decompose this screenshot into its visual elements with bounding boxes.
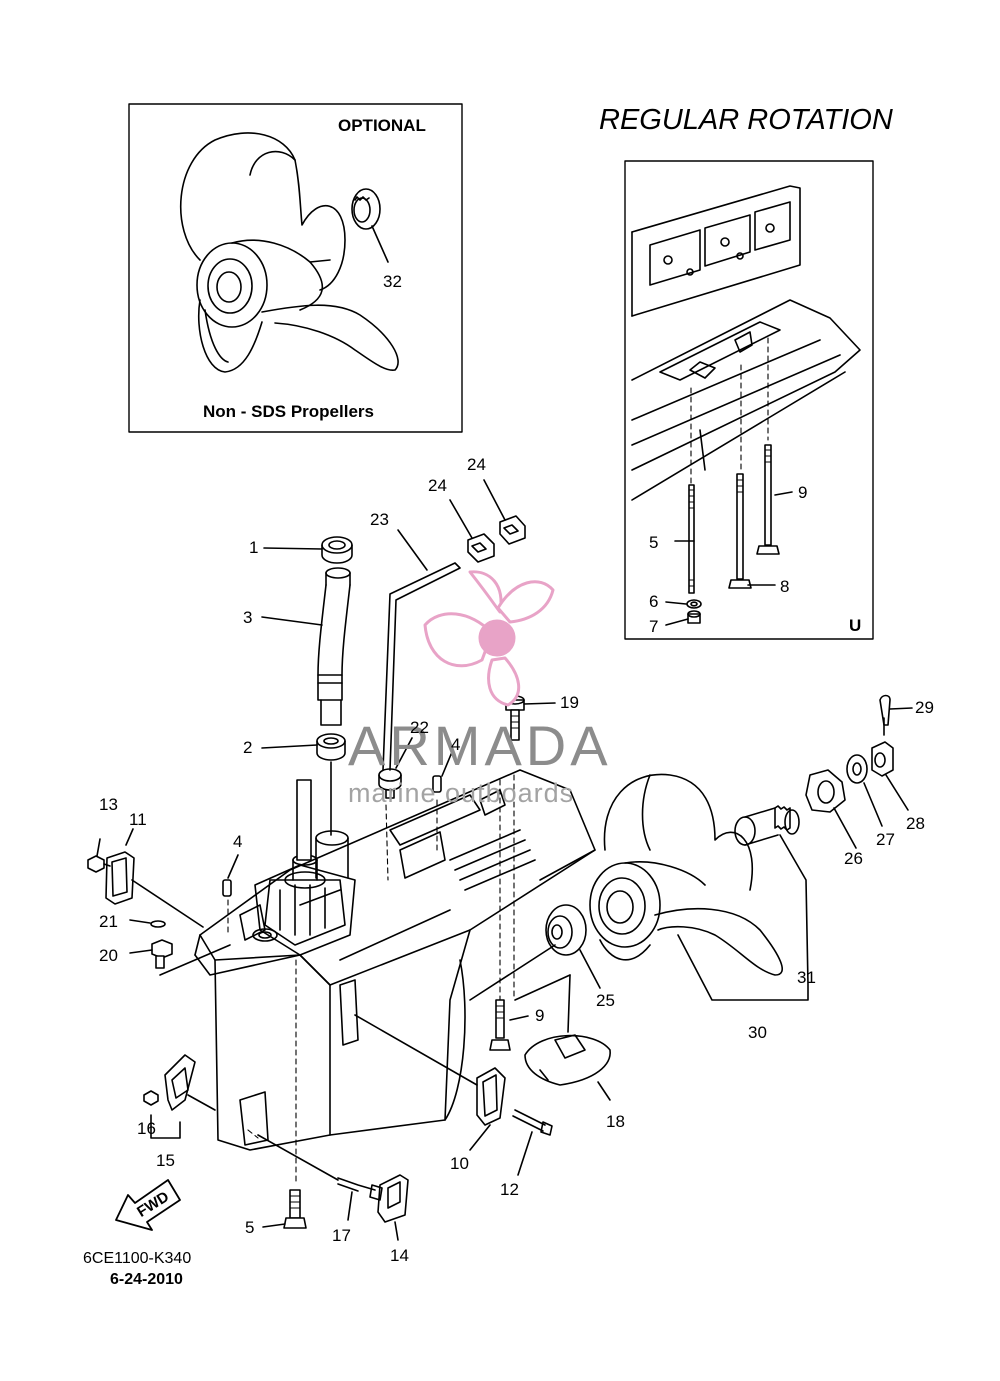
callout-24-left: 24	[428, 476, 447, 495]
diagram-code: 6CE1100-K340	[83, 1250, 192, 1267]
fitting-20	[129, 939, 231, 976]
bolt-5-lower	[262, 1189, 307, 1229]
callout-29: 29	[915, 698, 934, 717]
callout-12: 12	[500, 1180, 519, 1199]
lower-unit-housing	[194, 769, 596, 1151]
fwd-arrow-icon	[115, 1179, 181, 1231]
nut-28	[871, 741, 909, 811]
bolt-19	[505, 695, 556, 741]
clips-24	[449, 479, 526, 563]
washer-26	[805, 769, 857, 849]
callout-10: 10	[450, 1154, 469, 1173]
anode-10	[354, 1014, 506, 1151]
regular-rotation-box-frame	[624, 160, 874, 640]
callout-4-upper: 4	[451, 735, 461, 754]
dowel-pin-4-upper	[432, 751, 453, 793]
callout-24-right: 24	[467, 455, 486, 474]
diagram-date: 6-24-2010	[110, 1271, 183, 1288]
spline-washer-32	[351, 188, 389, 263]
callout-31: 31	[797, 968, 816, 987]
anode-18	[514, 974, 611, 1101]
bolt-17	[257, 1134, 383, 1221]
callout-11: 11	[129, 810, 147, 829]
callout-27: 27	[876, 830, 895, 849]
callout-8-detail: 8	[780, 577, 790, 596]
optional-box-caption: Non - SDS Propellers	[203, 402, 374, 421]
regular-box-corner-mark: U	[849, 616, 862, 635]
callout-7-detail: 7	[649, 617, 659, 636]
fitting-22	[378, 737, 413, 799]
anode-11	[105, 828, 204, 928]
washer-27	[846, 754, 883, 827]
callout-4-lower: 4	[233, 832, 243, 851]
callout-2: 2	[243, 738, 253, 757]
main-propeller-30	[589, 773, 809, 1001]
watermark-brand: ARMADA	[348, 714, 612, 777]
callout-15: 15	[156, 1151, 175, 1170]
shift-rod-23	[382, 529, 461, 771]
watermark-tagline: marine outboards	[348, 778, 575, 808]
callout-9-detail: 9	[798, 483, 808, 502]
callout-14: 14	[390, 1246, 409, 1265]
optional-box-frame	[128, 103, 463, 433]
callout-16: 16	[137, 1119, 156, 1138]
trim-tab-15	[143, 1054, 216, 1139]
cotter-pin-29	[879, 694, 913, 736]
studs-and-bolts-detail	[665, 444, 793, 626]
washer-21	[129, 919, 166, 928]
callout-20: 20	[99, 946, 118, 965]
housing-detail-drawing	[631, 185, 861, 501]
callout-19: 19	[560, 693, 579, 712]
spacer-31	[734, 805, 800, 846]
seal-1	[263, 536, 353, 564]
spacer-25	[469, 904, 601, 1001]
callout-23: 23	[370, 510, 389, 529]
callout-13: 13	[99, 795, 118, 814]
callout-26: 26	[844, 849, 863, 868]
optional-box-heading: OPTIONAL	[338, 116, 426, 135]
cover-14	[377, 1174, 409, 1241]
callout-5: 5	[245, 1218, 255, 1237]
callout-9: 9	[535, 1006, 545, 1025]
page-title: REGULAR ROTATION	[599, 104, 893, 136]
bolt-9-lower	[489, 999, 529, 1051]
callout-3: 3	[243, 608, 253, 627]
callout-5-detail: 5	[649, 533, 659, 552]
callout-18: 18	[606, 1112, 625, 1131]
callout-17: 17	[332, 1226, 351, 1245]
water-pump-assembly	[252, 779, 356, 956]
callout-25: 25	[596, 991, 615, 1010]
grommet-2	[261, 733, 346, 836]
callout-1: 1	[249, 538, 259, 557]
callout-28: 28	[906, 814, 925, 833]
dashed-leader-lines	[227, 774, 515, 1186]
callout-21: 21	[99, 912, 118, 931]
callout-6-detail: 6	[649, 592, 659, 611]
callout-22: 22	[410, 718, 429, 737]
dowel-pin-4-lower	[222, 854, 239, 897]
callout-30: 30	[748, 1023, 767, 1042]
bolt-13	[87, 838, 111, 873]
callout-32: 32	[383, 272, 402, 291]
water-tube-3	[261, 567, 351, 726]
armada-propeller-logo-icon	[423, 570, 555, 707]
optional-propeller-drawing	[180, 132, 399, 373]
bolt-12	[512, 1109, 553, 1176]
